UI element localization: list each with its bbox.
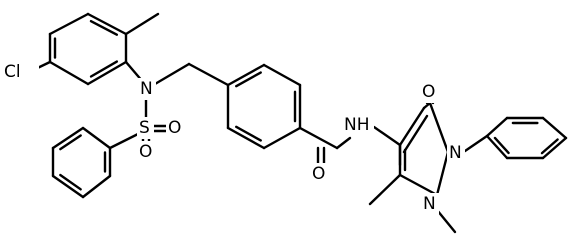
bond-line	[51, 174, 85, 199]
bond-line	[124, 12, 160, 36]
atom-label-pyrazolone-oxygen: O	[422, 82, 435, 102]
molecule-structure-diagram: Cl N S O O O NH O N N	[3, 12, 568, 234]
bond-line	[81, 126, 112, 150]
bond-line	[86, 12, 128, 36]
atom-label-pyrazole-n1: N	[449, 143, 462, 163]
bond-line	[226, 63, 266, 87]
bond-lines	[23, 12, 568, 234]
bond-line	[485, 134, 509, 160]
bond-line	[402, 114, 429, 154]
bond-line	[226, 126, 266, 150]
bond-line	[435, 150, 450, 197]
atom-label-sulfur: S	[139, 118, 150, 138]
bond-line	[51, 126, 85, 150]
bond-line	[485, 116, 509, 138]
bond-line	[398, 173, 439, 197]
bond-line	[493, 136, 510, 155]
bond-line	[187, 62, 230, 87]
bond-line	[262, 63, 302, 87]
atom-label-chlorine: Cl	[4, 62, 21, 82]
bond-line	[335, 136, 352, 150]
bond-line	[298, 126, 339, 150]
bond-line	[435, 208, 457, 234]
bond-line	[422, 101, 432, 110]
bond-line	[235, 71, 262, 88]
bond-line	[48, 12, 90, 36]
bond-line	[541, 116, 568, 140]
bond-line	[89, 19, 119, 36]
atom-label-sulfonamide-nitrogen: N	[140, 79, 153, 99]
atom-label-pyrazole-n2: N	[423, 194, 436, 214]
bond-line	[541, 136, 568, 160]
bond-line	[398, 106, 426, 147]
bond-line	[59, 134, 82, 151]
atom-label-sulfonyl-oxygen-left: O	[139, 142, 152, 162]
bond-line	[463, 134, 489, 153]
atom-label-amide-nh: NH	[344, 115, 370, 135]
bond-line	[368, 173, 402, 206]
bond-line	[540, 138, 559, 155]
bond-line	[372, 125, 402, 147]
bond-line	[48, 60, 90, 86]
bond-line	[108, 132, 140, 150]
bond-line	[428, 101, 450, 154]
bond-line	[235, 125, 262, 142]
bond-line	[59, 173, 82, 191]
bond-line	[153, 62, 191, 86]
atom-label-sulfonyl-oxygen-right: O	[168, 118, 181, 138]
bond-line	[81, 174, 112, 199]
atom-labels: Cl N S O O O NH O N N	[3, 61, 465, 215]
bond-line	[89, 60, 119, 78]
bond-line	[262, 126, 302, 150]
bond-line	[86, 60, 128, 86]
atom-label-amide-oxygen: O	[312, 164, 325, 184]
